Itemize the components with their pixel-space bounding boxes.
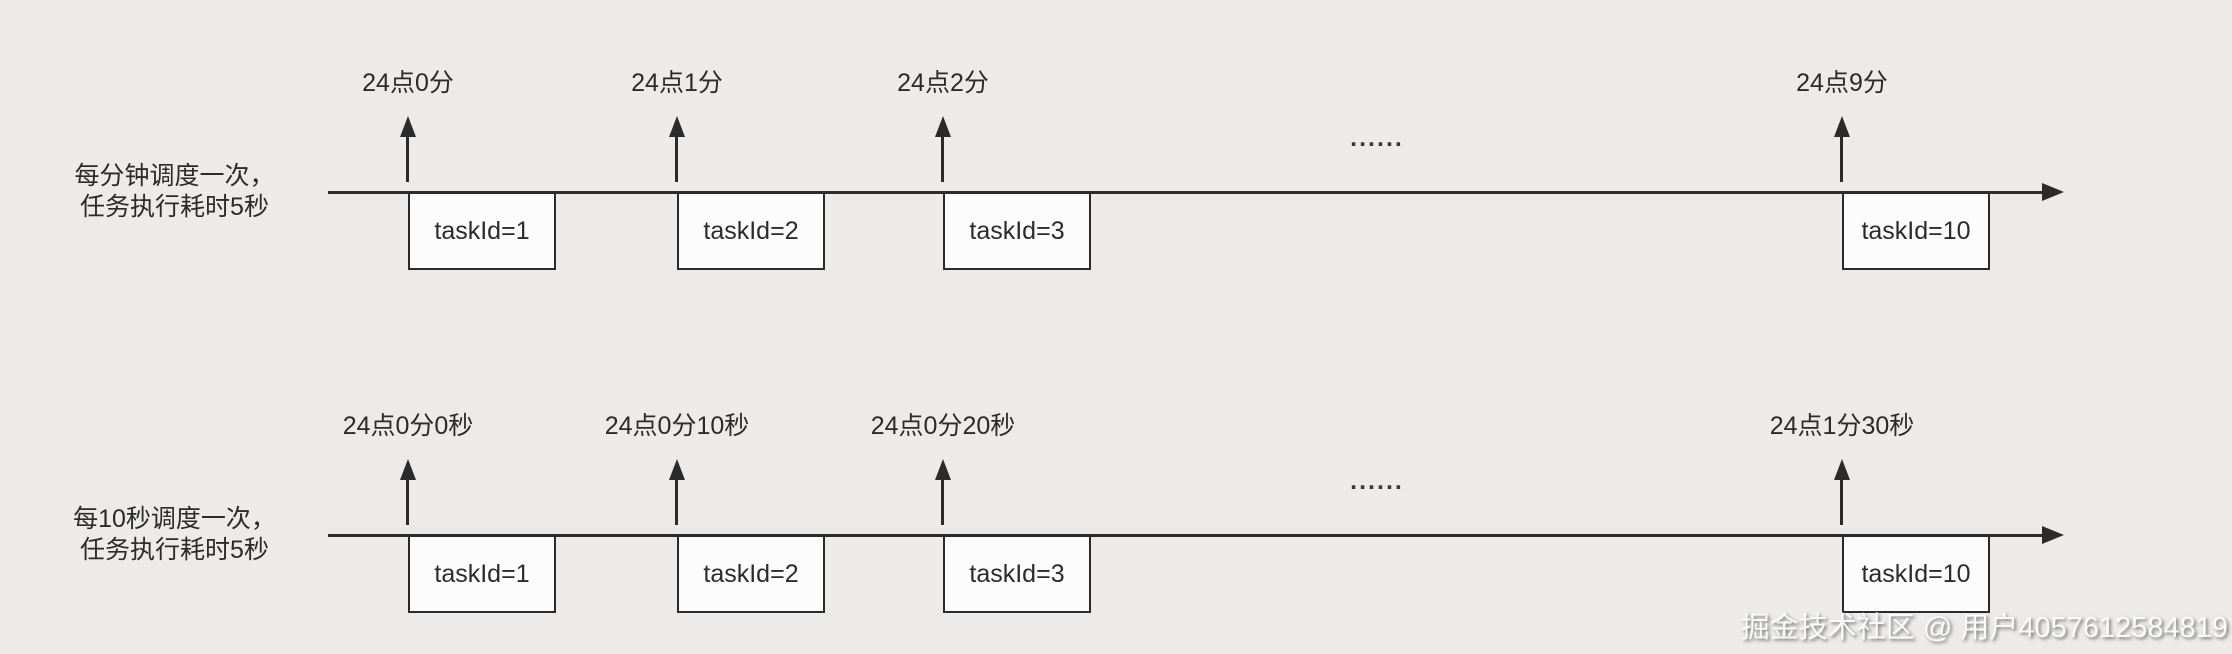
row-description: 每分钟调度一次， 任务执行耗时5秒 — [62, 161, 287, 223]
up-arrow-shaft — [941, 134, 944, 182]
schedule-time-label: 24点0分0秒 — [342, 412, 474, 440]
time-axis-line — [328, 191, 2042, 194]
up-arrow-icon — [400, 116, 416, 137]
task-box: taskId=10 — [1842, 535, 1990, 613]
task-box: taskId=2 — [677, 535, 825, 613]
task-box: taskId=3 — [943, 535, 1091, 613]
up-arrow-icon — [935, 459, 951, 480]
up-arrow-shaft — [406, 134, 409, 182]
up-arrow-shaft — [675, 134, 678, 182]
schedule-time-label: 24点9分 — [1796, 69, 1888, 97]
task-box: taskId=10 — [1842, 192, 1990, 270]
task-box: taskId=2 — [677, 192, 825, 270]
schedule-time-label: 24点0分20秒 — [870, 412, 1016, 440]
up-arrow-icon — [935, 116, 951, 137]
ellipsis-dots: ...... — [1350, 124, 1404, 152]
up-arrow-shaft — [406, 477, 409, 525]
task-box: taskId=3 — [943, 192, 1091, 270]
schedule-time-label: 24点0分10秒 — [604, 412, 750, 440]
up-arrow-icon — [1834, 459, 1850, 480]
schedule-time-label: 24点2分 — [897, 69, 989, 97]
time-axis-arrowhead-icon — [2042, 183, 2064, 201]
timeline-row-per-minute: 每分钟调度一次， 任务执行耗时5秒 24点0分 taskId=1 24点1分 t… — [62, 69, 2064, 270]
schedule-time-label: 24点1分 — [631, 69, 723, 97]
up-arrow-shaft — [941, 477, 944, 525]
watermark-text: 掘金技术社区 @ 用户4057612584819 — [1740, 612, 2228, 644]
timeline-row-per-10-seconds: 每10秒调度一次， 任务执行耗时5秒 24点0分0秒 taskId=1 24点0… — [0, 343, 2232, 654]
row-description-line2: 任务执行耗时5秒 — [80, 536, 269, 564]
up-arrow-icon — [669, 459, 685, 480]
time-axis-arrowhead-icon — [2042, 526, 2064, 544]
schedule-time-label: 24点1分30秒 — [1769, 412, 1915, 440]
task-box: taskId=1 — [408, 535, 556, 613]
up-arrow-icon — [669, 116, 685, 137]
up-arrow-shaft — [675, 477, 678, 525]
schedule-time-label: 24点0分 — [362, 69, 454, 97]
up-arrow-shaft — [1840, 134, 1843, 182]
row-description-line1: 每10秒调度一次， — [73, 505, 276, 533]
up-arrow-icon — [400, 459, 416, 480]
row-description-line1: 每分钟调度一次， — [74, 162, 275, 190]
row-description-line2: 任务执行耗时5秒 — [80, 193, 269, 221]
ellipsis-dots: ...... — [1350, 467, 1404, 495]
up-arrow-shaft — [1840, 477, 1843, 525]
row-description: 每10秒调度一次， 任务执行耗时5秒 — [62, 504, 287, 566]
task-box: taskId=1 — [408, 192, 556, 270]
up-arrow-icon — [1834, 116, 1850, 137]
time-axis-line — [328, 534, 2042, 537]
